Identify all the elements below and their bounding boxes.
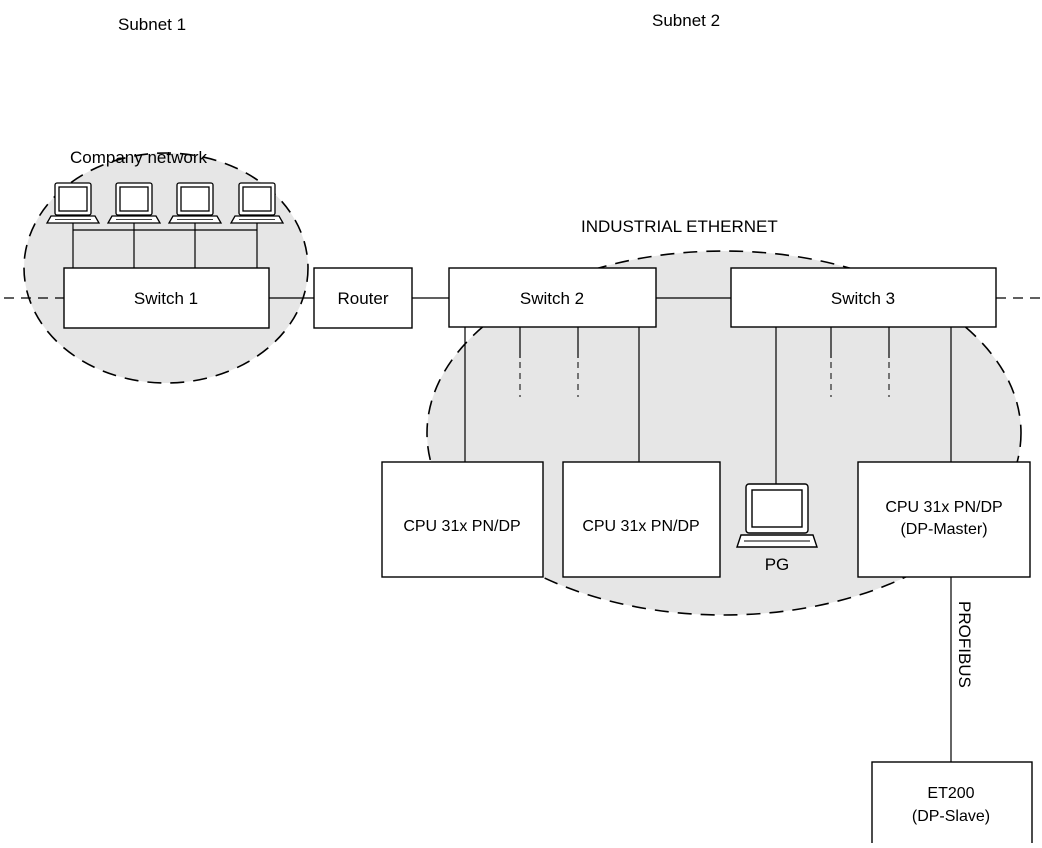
- switch-1-box: [63, 267, 270, 329]
- profibus-label: PROFIBUS: [955, 601, 974, 688]
- switch-1-label: Switch 1: [134, 289, 198, 308]
- cpu-b-label: CPU 31x PN/DP: [582, 518, 699, 535]
- router-box: [313, 267, 413, 329]
- subnet-1-label: Subnet 1: [118, 15, 186, 34]
- switch-3-label: Switch 3: [831, 289, 895, 308]
- switch-2-label: Switch 2: [520, 289, 584, 308]
- company-network-label: Company network: [70, 148, 208, 167]
- cpu-a-label: CPU 31x PN/DP: [403, 518, 520, 535]
- router-label: Router: [337, 289, 388, 308]
- company-pc-1: [46, 182, 100, 268]
- switch-3-box: [730, 267, 997, 328]
- et200-box: [871, 761, 1033, 848]
- pc-icon: [46, 182, 100, 224]
- pg-computer-icon: [736, 483, 818, 548]
- cpu-a-box: [381, 461, 544, 578]
- pg-label: PG: [765, 555, 790, 574]
- pc-icon: [230, 182, 284, 224]
- pc-icon: [168, 182, 222, 224]
- et200-label-line1: ET200: [927, 785, 974, 802]
- cpu-master-box: [857, 461, 1031, 578]
- switch-2-box: [448, 267, 657, 328]
- cpu-master-label-line2: (DP-Master): [900, 521, 987, 538]
- industrial-ethernet-label: INDUSTRIAL ETHERNET: [581, 217, 778, 236]
- cpu-b-box: [562, 461, 721, 578]
- et200-label-line2: (DP-Slave): [912, 808, 990, 825]
- subnet-2-label: Subnet 2: [652, 11, 720, 30]
- pc-icon: [107, 182, 161, 224]
- cpu-master-label-line1: CPU 31x PN/DP: [885, 499, 1002, 516]
